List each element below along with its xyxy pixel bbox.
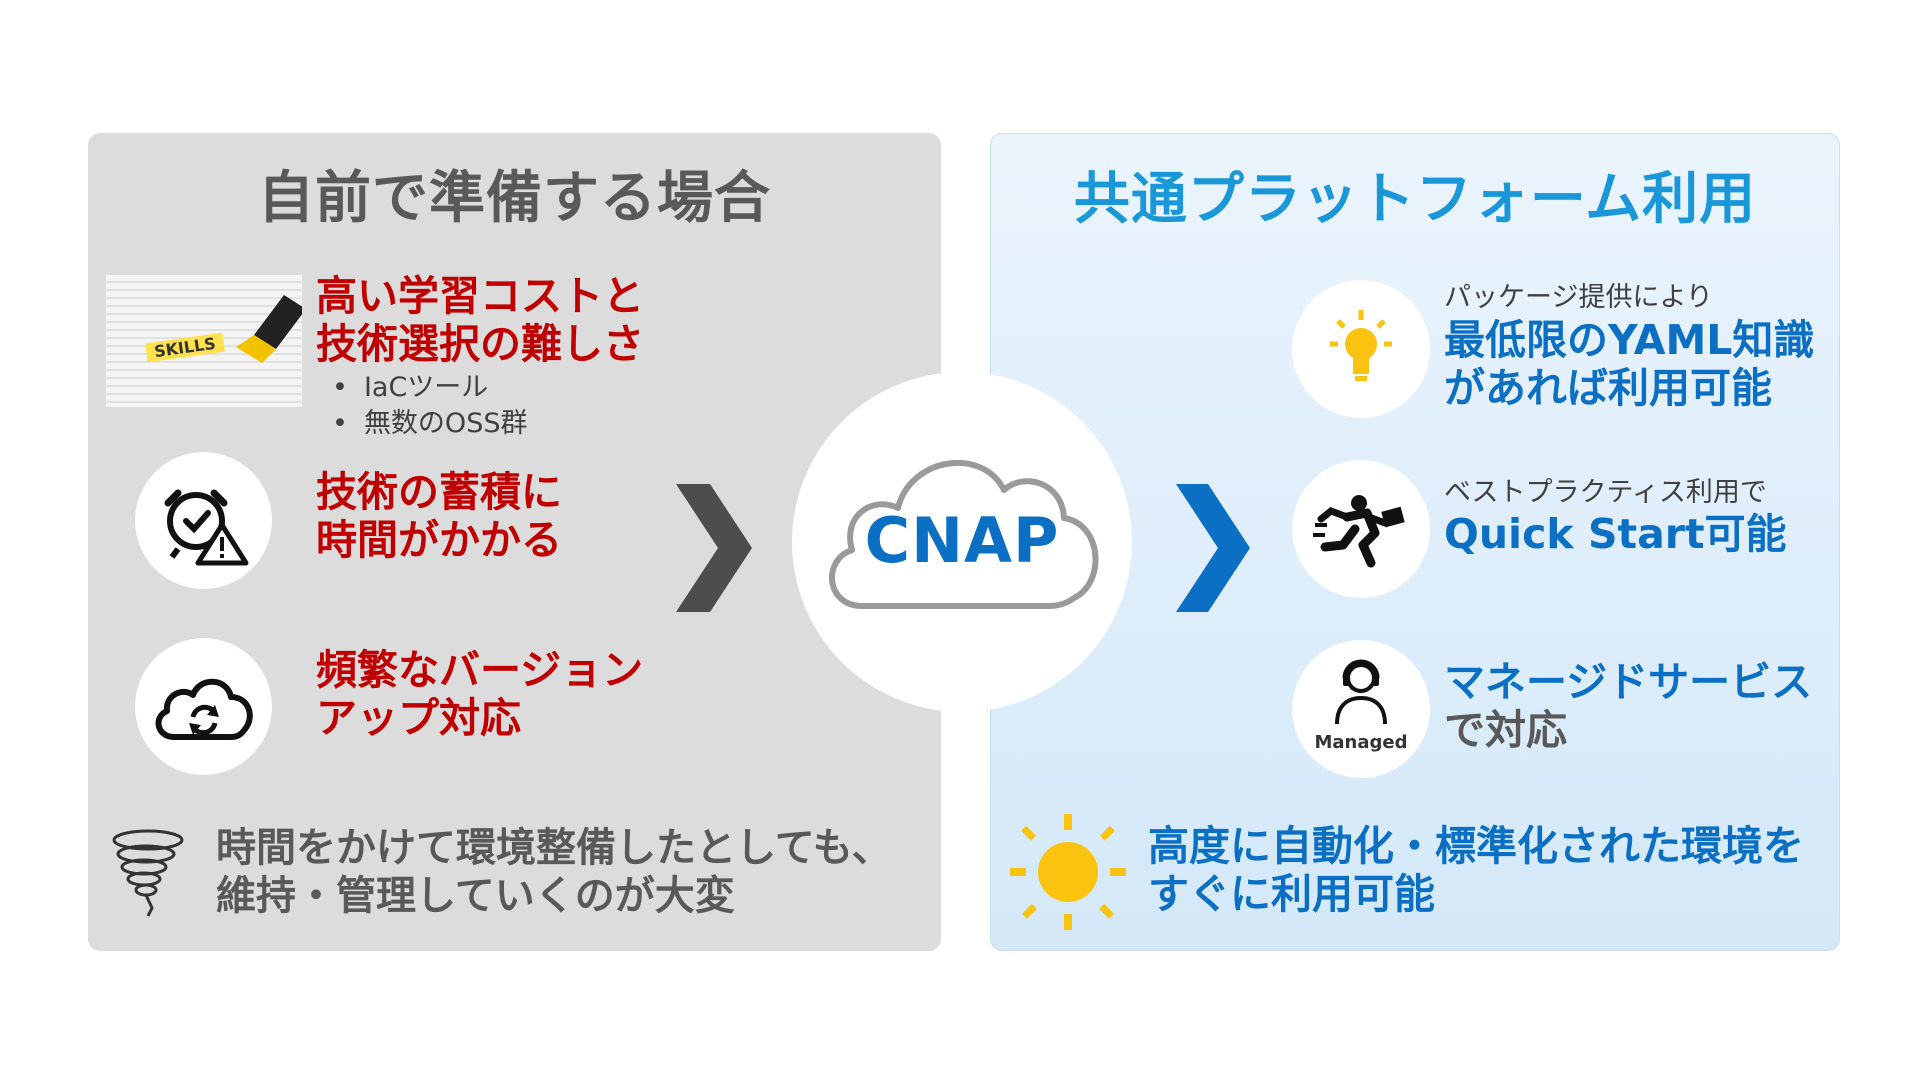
right-panel: 共通プラットフォーム利用 — [990, 133, 1840, 951]
right-item3-line1: マネージドサービス — [1444, 658, 1813, 706]
chevron-right-icon — [676, 484, 752, 612]
left-item1-line2: 技術選択の難しさ — [316, 320, 644, 368]
left-footer-text: 時間をかけて環境整備したとしても、 維持・管理していくのが大変 — [216, 824, 892, 920]
left-item2-line2: 時間がかかる — [316, 516, 562, 564]
skills-image: SKILLS — [106, 275, 302, 407]
left-item3-text: 頻繁なバージョン アップ対応 — [316, 646, 643, 742]
cloud-icon — [828, 459, 1099, 609]
cnap-circle: CNAP — [792, 372, 1132, 712]
running-man-icon — [1313, 495, 1405, 568]
right-footer-line2: すぐに利用可能 — [1148, 870, 1435, 918]
right-item2-text: Quick Start可能 — [1444, 510, 1787, 558]
right-panel-title: 共通プラットフォーム利用 — [1073, 167, 1757, 232]
left-footer-line1: 時間をかけて環境整備したとしても、 — [216, 825, 892, 871]
chevron-right-icon — [1176, 484, 1250, 612]
lightbulb-icon — [1330, 310, 1392, 381]
right-item1-small: パッケージ提供により — [1444, 282, 1713, 313]
sun-icon — [1010, 814, 1126, 930]
bullet-item: 無数のOSS群 — [332, 406, 528, 442]
managed-label: Managed — [1314, 732, 1408, 753]
left-item2-line1: 技術の蓄積に — [316, 468, 562, 516]
bullet-item: IaCツール — [332, 370, 527, 406]
tornado-icon — [112, 829, 184, 917]
cnap-label: CNAP — [864, 504, 1060, 577]
right-item1-text: 最低限のYAML知識 があれば利用可能 — [1444, 316, 1814, 412]
right-footer-line1: 高度に自動化・標準化された環境を — [1148, 822, 1804, 870]
managed-circle: Managed — [1292, 640, 1430, 778]
running-man-circle — [1292, 460, 1430, 598]
left-item1-text: 高い学習コストと 技術選択の難しさ — [316, 272, 644, 368]
left-panel-title: 自前で準備する場合 — [258, 166, 771, 231]
alarm-clock-circle — [135, 452, 272, 589]
right-footer-text: 高度に自動化・標準化された環境を すぐに利用可能 — [1148, 822, 1804, 918]
highlighter-pen-icon — [236, 295, 302, 363]
left-item1-bullets: IaCツール 無数のOSS群 — [332, 370, 528, 442]
right-item3-text: マネージドサービス で対応 — [1444, 658, 1812, 754]
left-item3-line1: 頻繁なバージョン — [316, 646, 644, 694]
right-item1-line1: 最低限のYAML知識 — [1444, 316, 1815, 364]
right-item2-small: ベストプラクティス利用で — [1444, 477, 1767, 508]
headset-person-icon — [1335, 659, 1387, 724]
cloud-sync-circle — [135, 638, 272, 775]
left-footer-line2: 維持・管理していくのが大変 — [216, 873, 735, 919]
left-item3-line2: アップ対応 — [316, 694, 521, 742]
lightbulb-circle — [1292, 280, 1430, 418]
right-item1-line2: があれば利用可能 — [1444, 364, 1772, 412]
left-item2-text: 技術の蓄積に 時間がかかる — [316, 468, 562, 564]
alarm-clock-warning-icon — [164, 489, 248, 565]
right-item2-line1: Quick Start可能 — [1444, 510, 1787, 558]
left-item1-line1: 高い学習コストと — [316, 272, 644, 320]
cloud-sync-icon — [155, 678, 253, 740]
right-item3-line2: で対応 — [1444, 706, 1567, 754]
